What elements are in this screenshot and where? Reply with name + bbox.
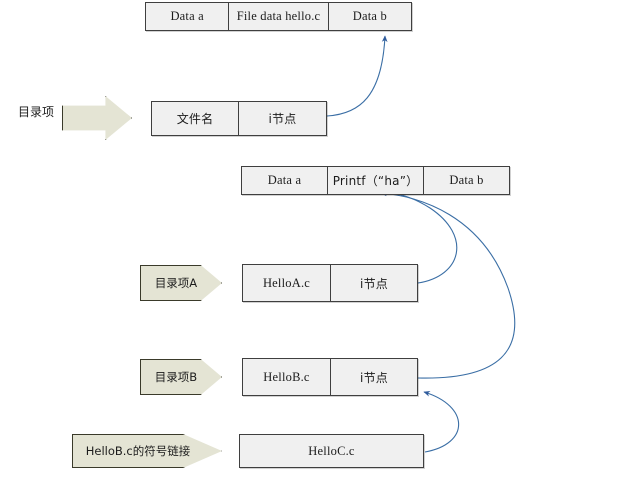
connector-helloc-to-hellob	[423, 390, 460, 453]
cell-inode: i节点	[238, 102, 326, 135]
record-top-file-block: Data a File data hello.c Data b	[145, 2, 412, 31]
record-hello-c-row: HelloC.c	[239, 434, 424, 468]
arrow-dir-entry	[62, 96, 132, 140]
cell-printf-data-b: Data b	[423, 167, 509, 194]
arrow-symlink-label: HelloB.c的符号链接	[85, 444, 191, 458]
arrow-dir-entry-b-label: 目录项B	[154, 370, 198, 384]
arrow-dir-entry-b: 目录项B	[140, 359, 222, 395]
cell-file-data-helloc: File data hello.c	[228, 3, 327, 30]
cell-helloa-name: HelloA.c	[262, 275, 311, 290]
cell-data-b: Data b	[327, 3, 411, 30]
record-dir-entry-row: 文件名 i节点	[151, 101, 327, 136]
cell-hellob-inode: i节点	[330, 359, 417, 395]
label-dir-entry: 目录项	[18, 105, 55, 119]
record-hello-a-row: HelloA.c i节点	[242, 264, 418, 302]
record-hello-b-row: HelloB.c i节点	[242, 358, 418, 396]
connector-inode-to-datab	[326, 35, 388, 117]
arrow-dir-entry-a: 目录项A	[140, 265, 222, 301]
cell-data-a: Data a	[170, 9, 204, 23]
cell-helloc-name: HelloC.c	[308, 443, 355, 458]
record-printf-block: Data a Printf（“ha”） Data b	[241, 166, 510, 195]
cell-filename: 文件名	[176, 112, 214, 126]
cell-printf-data-a: Data a	[267, 173, 302, 187]
arrow-symlink: HelloB.c的符号链接	[72, 434, 222, 468]
cell-hellob-name: HelloB.c	[263, 369, 310, 384]
arrow-dir-entry-a-label: 目录项A	[154, 276, 198, 290]
cell-printf-call: Printf（“ha”）	[327, 167, 423, 194]
cell-helloa-inode: i节点	[330, 265, 417, 301]
